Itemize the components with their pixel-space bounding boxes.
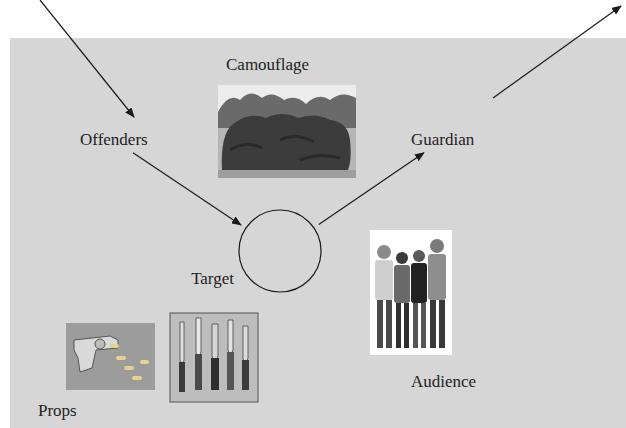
- target-circle: Target: [238, 209, 322, 293]
- camouflage-label: Camouflage: [226, 55, 309, 75]
- audience-photo: [370, 230, 452, 355]
- flow-arrow: [319, 153, 424, 225]
- props-label: Props: [38, 401, 77, 421]
- hedge-photo: [218, 85, 356, 178]
- node-text: Guardian: [411, 130, 474, 150]
- guardian-node: Guardian: [411, 130, 474, 150]
- circle-outline: [238, 209, 322, 293]
- revolver-photo: [66, 323, 155, 390]
- knives-photo: [170, 313, 258, 402]
- entry-arrow: [40, 0, 134, 117]
- audience-label: Audience: [411, 372, 476, 392]
- grey-panel: [10, 38, 626, 428]
- node-text: Offenders: [80, 130, 148, 150]
- circle-caption: Target: [191, 269, 234, 289]
- flow-arrow: [133, 153, 241, 225]
- offender-node: Offenders: [80, 130, 148, 150]
- exit-arrow: [493, 6, 621, 98]
